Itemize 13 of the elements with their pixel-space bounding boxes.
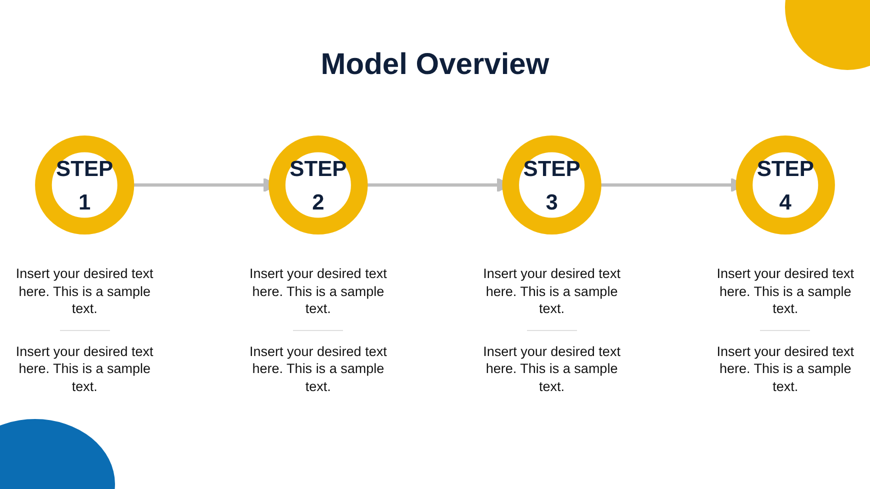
description-text: Insert your desired text here. This is a sample text. [248,342,388,396]
node-circle: STEP 4 [736,135,835,235]
node-circle: STEP 3 [502,135,602,235]
title: Model Overview [320,48,550,82]
description-text: Insert your desired text here. This is a sample text. [482,265,622,318]
description-text: Insert your desired text here. This is a sample text. [248,265,388,318]
description-text: Insert your desired text here. This is a sample text. [716,265,856,318]
description-text: Insert your desired text here. This is a sample text. [14,342,154,396]
description-text: Insert your desired text here. This is a sample text. [482,342,622,396]
description-text: Insert your desired text here. This is a sample text. [716,342,856,396]
description-text: Insert your desired text here. This is a sample text. [14,265,154,318]
node-circle: STEP 1 [35,135,134,235]
node-circle: STEP 2 [268,135,368,235]
